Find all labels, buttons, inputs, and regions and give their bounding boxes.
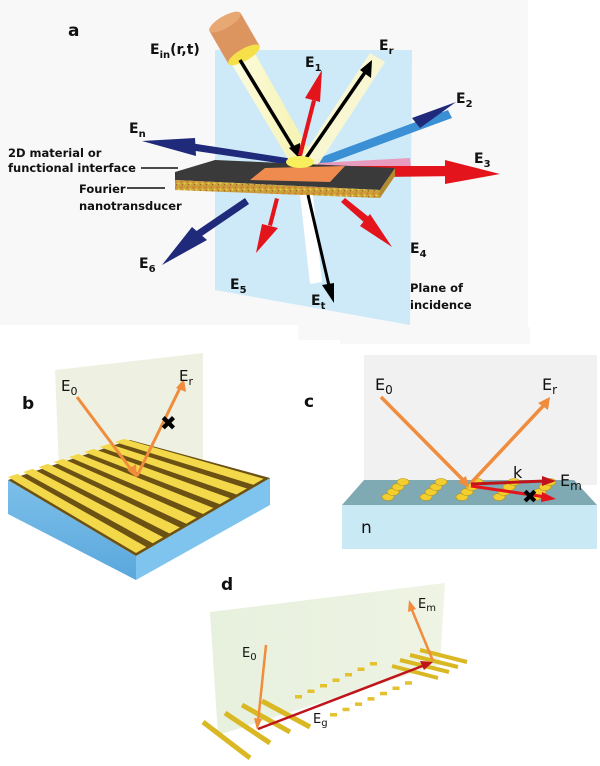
panel-c-top-strip bbox=[340, 327, 530, 344]
callout-plane-line1: Plane of bbox=[410, 281, 464, 295]
grating-line bbox=[99, 443, 247, 495]
grating-line bbox=[23, 468, 164, 544]
arrow-et bbox=[300, 194, 334, 303]
grating-bar bbox=[223, 710, 272, 746]
panel-c-reflected-arrow bbox=[468, 397, 550, 486]
arrow-en bbox=[142, 138, 300, 166]
panel-b-substrate-side bbox=[136, 478, 270, 580]
reflected-beam bbox=[300, 53, 385, 168]
arrow-e6 bbox=[162, 198, 249, 265]
waveguide-segment bbox=[370, 662, 377, 666]
grating-bar bbox=[419, 648, 468, 664]
label-e6: E6 bbox=[139, 256, 156, 275]
panel-d-guided-arrow bbox=[257, 661, 433, 731]
panel-d-plane bbox=[210, 583, 445, 735]
panel-d: d E0 Eg Em bbox=[201, 575, 468, 760]
callout-interface-line2: functional interface bbox=[8, 161, 136, 175]
panel-b: ✖ b E0 Er bbox=[8, 353, 270, 580]
label-e5: E5 bbox=[230, 277, 247, 296]
panel-d-mode-arrow bbox=[408, 600, 435, 662]
waveguide-segment bbox=[345, 673, 352, 677]
panel-d-label-e0: E0 bbox=[242, 646, 257, 663]
panel-d-label-eg: Eg bbox=[313, 712, 328, 729]
panel-c-substrate bbox=[342, 505, 597, 549]
label-e-in: Ein(r,t) bbox=[150, 42, 200, 61]
panel-c-label-n: n bbox=[361, 518, 372, 538]
nanoparticle bbox=[434, 478, 448, 486]
panel-c: ✖ c E0 Er k Em n bbox=[304, 327, 597, 549]
grating-line bbox=[69, 453, 214, 514]
panel-c-blocked-mode-arrow bbox=[470, 484, 556, 502]
panel-d-incident-arrow bbox=[254, 644, 268, 730]
grating-bar bbox=[409, 653, 459, 669]
panel-b-label-e0: E0 bbox=[61, 377, 77, 398]
waveguide-segment bbox=[355, 702, 362, 706]
incident-beam bbox=[209, 11, 312, 162]
panel-d-label-em: Em bbox=[418, 597, 436, 614]
panel-c-label-e0: E0 bbox=[375, 375, 393, 397]
waveguide-segment bbox=[320, 684, 327, 688]
callout-interface-line1: 2D material or bbox=[8, 146, 102, 160]
grating-bar bbox=[240, 702, 292, 735]
waveguide-segment bbox=[295, 695, 302, 699]
panel-d-label: d bbox=[221, 575, 233, 595]
active-region bbox=[250, 166, 345, 182]
grating-bar bbox=[391, 664, 439, 680]
arrow-e4 bbox=[341, 198, 392, 247]
grating-line bbox=[8, 473, 147, 553]
waveguide-segment bbox=[357, 667, 365, 671]
light-source-cylinder bbox=[209, 11, 260, 66]
panel-b-blocked-icon: ✖ bbox=[160, 411, 177, 435]
panel-b-label-er: Er bbox=[179, 367, 193, 388]
grating-line bbox=[38, 463, 180, 534]
panel-c-label-k: k bbox=[513, 463, 523, 482]
panel-b-incident-arrow bbox=[75, 396, 137, 478]
hotspot bbox=[286, 156, 314, 168]
waveguide-segment bbox=[332, 678, 340, 682]
grating-bar bbox=[201, 720, 252, 760]
waveguide-segment bbox=[307, 689, 315, 693]
label-e3: E3 bbox=[474, 151, 491, 170]
grating-bar bbox=[260, 698, 312, 730]
label-e-t: Et bbox=[311, 293, 326, 312]
panel-c-label-er: Er bbox=[542, 375, 557, 397]
panel-c-blocked-icon: ✖ bbox=[522, 486, 538, 508]
panel-c-backdrop bbox=[364, 355, 597, 485]
grating-line bbox=[114, 438, 264, 485]
label-e2: E2 bbox=[456, 91, 473, 110]
panel-c-label: c bbox=[304, 392, 314, 412]
arrow-e5 bbox=[256, 198, 279, 253]
arrow-e2 bbox=[300, 102, 456, 172]
panel-c-incident-arrow bbox=[379, 395, 469, 488]
grating-line bbox=[53, 458, 197, 524]
panel-a: a Ein(r,t) Er E1 E2 E3 E4 E5 E6 En Et 2D… bbox=[0, 0, 528, 340]
waveguide-segment bbox=[342, 707, 350, 712]
nanoparticle bbox=[396, 478, 410, 486]
panel-c-label-em: Em bbox=[560, 471, 582, 493]
waveguide-segment bbox=[367, 697, 375, 701]
callout-transducer-line1: Fourier bbox=[79, 182, 126, 196]
grating-line bbox=[84, 448, 231, 505]
label-e-r: Er bbox=[379, 38, 394, 57]
label-e4: E4 bbox=[410, 241, 427, 260]
waveguide-segment bbox=[380, 691, 387, 696]
callout-transducer-line2: nanotransducer bbox=[79, 199, 182, 213]
panel-a-label: a bbox=[68, 21, 79, 41]
arrow-e1 bbox=[298, 70, 322, 156]
panel-d-waveguide-segments bbox=[295, 662, 412, 717]
label-e1: E1 bbox=[305, 55, 322, 74]
panel-b-grating bbox=[8, 438, 264, 553]
callout-plane-line2: incidence bbox=[410, 298, 472, 312]
panel-c-mode-arrow bbox=[470, 476, 556, 486]
waveguide-segment bbox=[330, 713, 337, 717]
waveguide-segment bbox=[405, 681, 412, 685]
panel-b-label: b bbox=[22, 394, 34, 414]
sample-slab bbox=[175, 156, 395, 198]
label-en: En bbox=[129, 121, 146, 140]
panel-b-reflected-arrow bbox=[135, 379, 186, 477]
waveguide-segment bbox=[392, 686, 400, 690]
